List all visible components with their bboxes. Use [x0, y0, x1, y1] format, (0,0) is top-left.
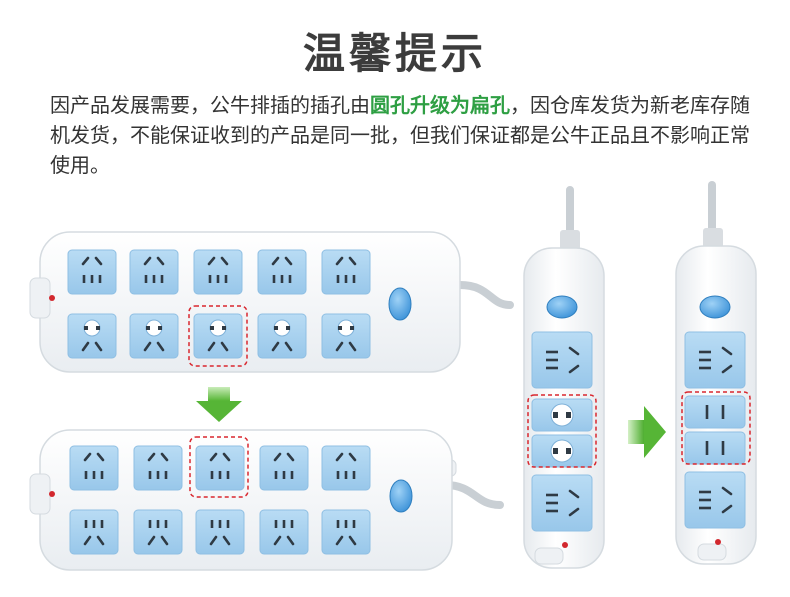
power-switch-vertical-new: [699, 295, 731, 319]
power-strip-old: [29, 231, 514, 373]
highlight-box-old: [188, 305, 248, 367]
highlight-box-vertical-old: [527, 394, 597, 468]
power-strip-new: [29, 429, 504, 571]
notice-text: 因产品发展需要，公牛排插的插孔由圆孔升级为扁孔，因仓库发货为新老库存随机发货，不…: [50, 90, 750, 180]
notice-part-1: 因产品发展需要，公牛排插的插孔由: [50, 93, 370, 117]
power-switch-new: [389, 479, 413, 513]
notice-part-2: ，因仓库发货为新老库存随机发货，不能保证收到的产品是同一批，但我们保证都是公牛正…: [50, 93, 750, 177]
arrow-right-icon: [628, 406, 666, 458]
highlight-box-new: [189, 436, 249, 498]
socket-row-bottom: [66, 312, 372, 360]
notice-highlight: 圆孔升级为扁孔: [370, 93, 510, 117]
power-switch-vertical-old: [546, 295, 578, 319]
socket-row-top-new: [68, 444, 372, 492]
highlight-box-vertical-new: [681, 391, 751, 465]
arrow-down-icon: [196, 387, 242, 422]
socket-row-bottom-new: [68, 508, 372, 556]
vertical-strip-new: [675, 181, 757, 565]
vertical-strip-old: [523, 186, 605, 569]
socket-row-top: [66, 248, 372, 296]
power-switch: [388, 287, 412, 321]
page-title: 温馨提示: [302, 29, 487, 78]
